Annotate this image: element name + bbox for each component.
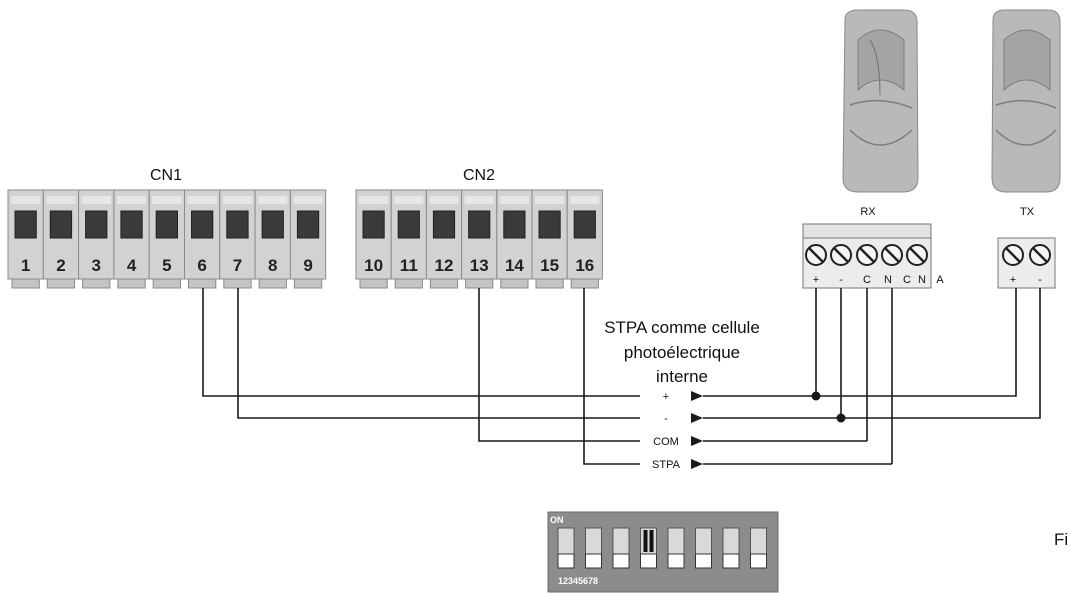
cn2-terminal-number: 10 xyxy=(364,256,383,275)
tx-pin-label: + xyxy=(1010,274,1016,286)
junction-plus xyxy=(811,391,821,401)
dip-switch: ON 12345678 xyxy=(547,511,779,593)
cn1-terminal-number: 2 xyxy=(56,256,65,275)
cn2-label: CN2 xyxy=(463,167,495,184)
cn1-terminal-number: 8 xyxy=(268,256,277,275)
signal-minus: - xyxy=(664,413,668,425)
wire-tx-plus xyxy=(691,288,1017,401)
cn1-terminal-number: 3 xyxy=(92,256,101,275)
signal-labels: + - COM STPA xyxy=(652,391,681,471)
cn2-terminal-11: 11 xyxy=(390,189,427,289)
cn1-terminal-7: 7 xyxy=(219,189,256,289)
cn1-terminal-number: 5 xyxy=(162,256,171,275)
cn1-terminal-6: 6 xyxy=(184,189,221,289)
cn2-terminal-13: 13 xyxy=(461,189,498,289)
note: STPA comme cellule photoélectrique inter… xyxy=(604,318,760,386)
rx-pin-label: C xyxy=(863,274,871,286)
signal-stpa: STPA xyxy=(652,459,681,471)
tx-screw xyxy=(1029,244,1051,266)
dip-switch-5 xyxy=(667,527,685,569)
cn1-terminal-number: 1 xyxy=(21,256,30,275)
cn1-terminal-4: 4 xyxy=(113,189,150,289)
cn2-terminal-number: 14 xyxy=(505,256,524,275)
cn1-terminal-number: 4 xyxy=(127,256,137,275)
cn1-terminal-number: 6 xyxy=(197,256,206,275)
rx-screw xyxy=(830,244,852,266)
dip-switch-1 xyxy=(557,527,575,569)
note-line-2: photoélectrique xyxy=(624,343,740,362)
cn2-terminal-number: 12 xyxy=(435,256,454,275)
cn2-terminal-number: 13 xyxy=(470,256,489,275)
figure-label: Fi xyxy=(1054,530,1068,549)
rx-pin-label: N xyxy=(884,274,892,286)
tx-photocell xyxy=(991,9,1061,193)
tx-label: TX xyxy=(1020,206,1035,218)
dip-switch-6 xyxy=(695,527,712,569)
cn1-terminal-1: 1 xyxy=(7,189,44,289)
signal-plus: + xyxy=(663,391,669,403)
note-line-3: interne xyxy=(656,367,708,386)
rx-screw xyxy=(881,244,903,266)
cn1-terminal-3: 3 xyxy=(78,189,115,289)
rx-label: RX xyxy=(860,206,876,218)
cn2-terminal-16: 16 xyxy=(566,189,603,289)
cn1-terminal-9: 9 xyxy=(289,189,327,289)
rx-screw xyxy=(906,244,928,266)
dip-switch-4 xyxy=(640,527,657,569)
rx-pin-label: C xyxy=(903,274,911,286)
wire-plus xyxy=(202,288,640,397)
cn1-label: CN1 xyxy=(150,167,182,184)
dip-numbers: 12345678 xyxy=(558,576,598,586)
rx-screw xyxy=(856,244,878,266)
wire-com xyxy=(478,288,640,442)
junction-minus xyxy=(836,413,846,423)
rx-pin-label: + xyxy=(813,274,819,286)
wire-tx-minus xyxy=(691,288,1041,423)
cn2-terminal-number: 15 xyxy=(540,256,559,275)
cn2-terminal-block: CN2 10 11 12 13 14 15 16 xyxy=(355,167,603,289)
cn2-terminal-14: 14 xyxy=(496,189,533,289)
dip-switch-3 xyxy=(612,527,630,569)
wire-minus xyxy=(237,288,640,419)
rx-pin-label: - xyxy=(839,274,843,286)
cn1-terminal-block: CN1 1 2 3 4 5 6 7 8 9 xyxy=(7,167,327,289)
cn2-terminal-12: 12 xyxy=(425,189,463,289)
cn2-terminal-number: 16 xyxy=(575,256,594,275)
cn2-terminal-number: 11 xyxy=(400,256,418,275)
cn1-terminal-number: 9 xyxy=(303,256,312,275)
tx-pin-label: - xyxy=(1038,274,1042,286)
signal-com: COM xyxy=(653,436,679,448)
rx-pin-label: A xyxy=(936,274,944,286)
dip-on-label: ON xyxy=(550,515,564,525)
cn1-terminal-number: 7 xyxy=(233,256,242,275)
rx-screw xyxy=(805,244,827,266)
cn1-terminal-8: 8 xyxy=(254,189,291,289)
dip-switch-2 xyxy=(585,527,602,569)
dip-switch-7 xyxy=(722,527,740,569)
tx-screw xyxy=(1002,244,1024,266)
cn2-terminal-10: 10 xyxy=(355,189,392,289)
rx-photocell xyxy=(842,9,919,193)
cn2-terminal-15: 15 xyxy=(531,189,568,289)
note-line-1: STPA comme cellule xyxy=(604,318,760,337)
cn1-terminal-2: 2 xyxy=(42,189,80,289)
rx-pin-label: N xyxy=(918,274,926,286)
dip-switch-8 xyxy=(750,527,767,569)
tx-connector: TX + - xyxy=(997,206,1056,289)
wire-stpa xyxy=(583,288,640,465)
wires xyxy=(202,288,1041,469)
cn1-terminal-5: 5 xyxy=(148,189,185,289)
